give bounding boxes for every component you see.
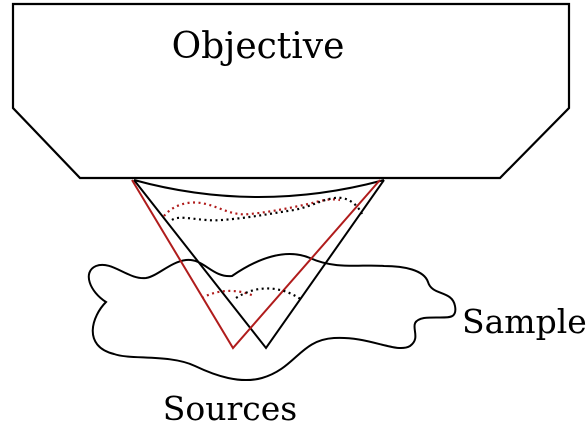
- objective-housing: [11, 2, 571, 180]
- sample-label: Sample: [462, 302, 587, 341]
- objective-label: Objective: [172, 26, 345, 67]
- sample-outline: [87, 253, 457, 382]
- black-light-cone: [133, 179, 385, 350]
- front-lens: [133, 179, 385, 198]
- upper-black-wavefront: [171, 196, 363, 222]
- sources-label: Sources: [163, 389, 297, 428]
- lower-black-wavefront: [235, 287, 303, 301]
- upper-red-wavefront: [163, 198, 341, 217]
- red-light-cone: [131, 179, 381, 350]
